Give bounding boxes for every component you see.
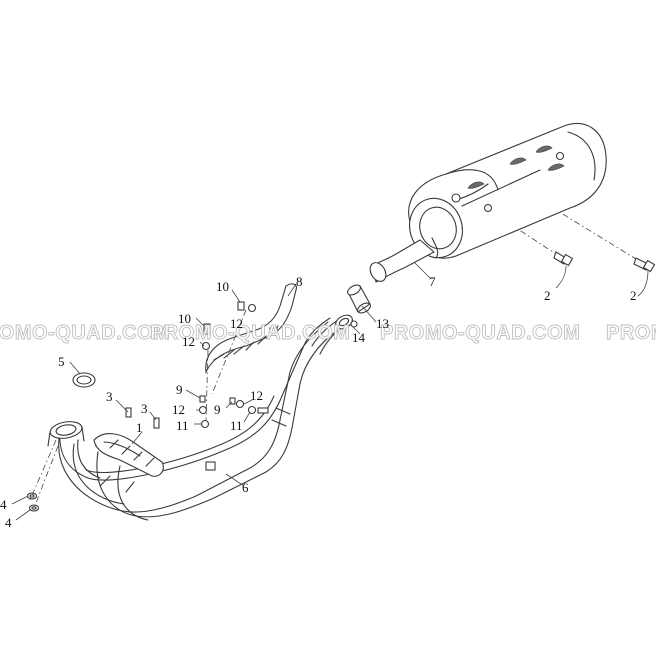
callout-12-right: 12	[250, 388, 263, 403]
callout-10-left: 10	[178, 311, 191, 326]
assembly-centerlines	[29, 199, 645, 509]
watermark-text-left: PROMO-QUAD.COM	[0, 322, 170, 344]
callout-11-right: 11	[230, 418, 243, 433]
callout-7: 7	[429, 274, 436, 289]
callout-4-lower: 4	[5, 515, 12, 530]
watermark-text-center-left: PROMO-QUAD.COM	[150, 322, 350, 344]
callout-8: 8	[296, 274, 303, 289]
callout-11-left: 11	[176, 418, 189, 433]
callout-2-right: 2	[630, 288, 637, 303]
callout-12-top: 12	[230, 316, 243, 331]
callout-labels: 1 2 2 3 3 4 4 5 6 7 8 9 9 10 10 11 11 12…	[0, 274, 637, 530]
watermark-text-center-right: PROMO-QUAD.COM	[380, 322, 580, 344]
leader-lines	[11, 261, 649, 521]
callout-3-right: 3	[141, 401, 148, 416]
callout-4-upper: 4	[0, 497, 7, 512]
gasket-ring	[72, 372, 96, 388]
pipe-clamp	[335, 314, 358, 330]
callout-9-left: 9	[176, 382, 183, 397]
callout-2-left: 2	[544, 288, 551, 303]
callout-5: 5	[58, 354, 65, 369]
callout-9-right: 9	[214, 402, 221, 417]
heat-shield-lower	[93, 433, 164, 477]
muffler-bolts	[553, 251, 656, 273]
muffler	[369, 123, 607, 283]
watermark-text-right: PROMO-QUAD.COM	[606, 322, 656, 344]
callout-3-left: 3	[106, 389, 113, 404]
callout-1: 1	[136, 420, 143, 435]
fasteners	[26, 301, 269, 512]
callout-14: 14	[352, 330, 366, 345]
callout-6: 6	[242, 480, 249, 495]
watermark: PROMO-QUAD.COM PROMO-QUAD.COM PROMO-QUAD…	[0, 322, 656, 345]
heat-shield-upper	[205, 283, 297, 375]
callout-12-lower: 12	[172, 402, 185, 417]
inlet-flange	[47, 421, 85, 447]
joint-sleeve	[347, 284, 371, 314]
callout-12-upper: 12	[182, 334, 195, 349]
callout-13: 13	[376, 316, 389, 331]
callout-10-right: 10	[216, 279, 229, 294]
